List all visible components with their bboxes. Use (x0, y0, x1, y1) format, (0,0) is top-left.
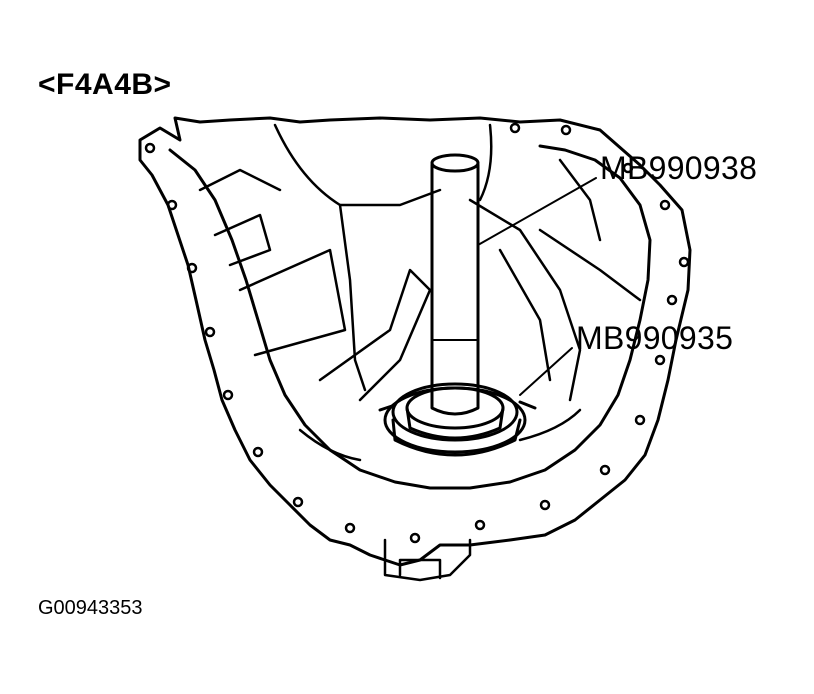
figure-title: <F4A4B> (38, 68, 172, 101)
case-inner-flange (168, 144, 652, 490)
case-internal-ribs (198, 123, 642, 462)
figure-code: G00943353 (38, 597, 143, 619)
leader-mb990938 (477, 177, 597, 246)
lower-boss (383, 538, 472, 582)
installer-ring (378, 382, 537, 457)
handle-bar (430, 153, 480, 416)
leader-mb990935 (519, 347, 573, 396)
callout-mb990938: MB990938 (600, 150, 758, 186)
callout-mb990935: MB990935 (576, 320, 734, 356)
bolt-holes (144, 122, 690, 544)
installer-head (405, 386, 505, 440)
case-outer-flange (138, 116, 692, 567)
